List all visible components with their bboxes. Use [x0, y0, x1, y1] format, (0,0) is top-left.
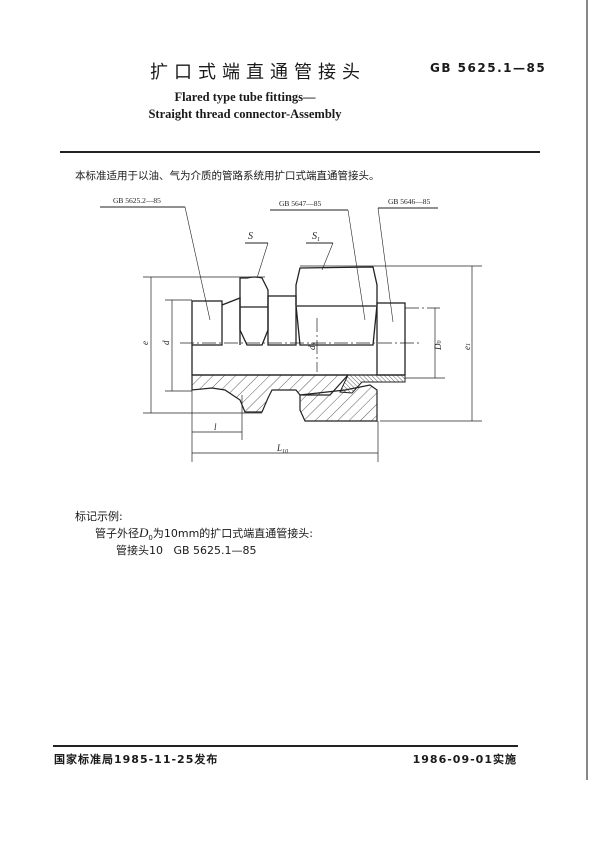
label-d0: D0	[433, 341, 443, 352]
footer-rule	[53, 745, 518, 747]
issue-date: 国家标准局1985-11-25发布	[54, 753, 219, 766]
section-view	[191, 374, 406, 422]
callout-gb5625-2: GB 5625.2—85	[113, 196, 161, 205]
document-title-cn: 扩口式端直通管接头	[150, 62, 366, 83]
scan-edge	[586, 0, 588, 780]
effective-date: 1986-09-01实施	[412, 753, 517, 766]
standard-number: GB 5625.1—85	[430, 61, 547, 75]
marking-line2: 管接头10 GB 5625.1—85	[116, 544, 257, 557]
label-d: d	[161, 340, 171, 345]
marking-heading: 标记示例:	[75, 510, 123, 523]
callout-leaders	[100, 206, 438, 323]
callout-gb5647: GB 5647—85	[279, 199, 322, 208]
label-e: e	[140, 341, 150, 345]
center-lines	[180, 307, 440, 372]
header-rule	[60, 151, 540, 153]
label-l10: L10	[276, 443, 288, 455]
document-title-en-line1: Flared type tube fittings—	[174, 90, 316, 104]
fitting-outline	[191, 266, 406, 376]
label-d4: d4	[307, 343, 317, 351]
marking-line1: 管子外径D0为10mm的扩口式端直通管接头:	[95, 525, 313, 543]
assembly-drawing: GB 5625.2—85 GB 5647—85 GB 5646—85 S S1 …	[100, 196, 482, 462]
dimension-lines	[143, 265, 482, 462]
label-s1: S1	[312, 231, 320, 243]
document-title-en-line2: Straight thread connector-Assembly	[148, 107, 342, 121]
scope-paragraph: 本标准适用于以油、气为介质的管路系统用扩口式端直通管接头。	[75, 170, 380, 182]
label-e1: e1	[462, 343, 472, 350]
callout-gb5646: GB 5646—85	[388, 197, 431, 206]
label-s: S	[248, 231, 253, 242]
label-l: l	[214, 422, 217, 432]
